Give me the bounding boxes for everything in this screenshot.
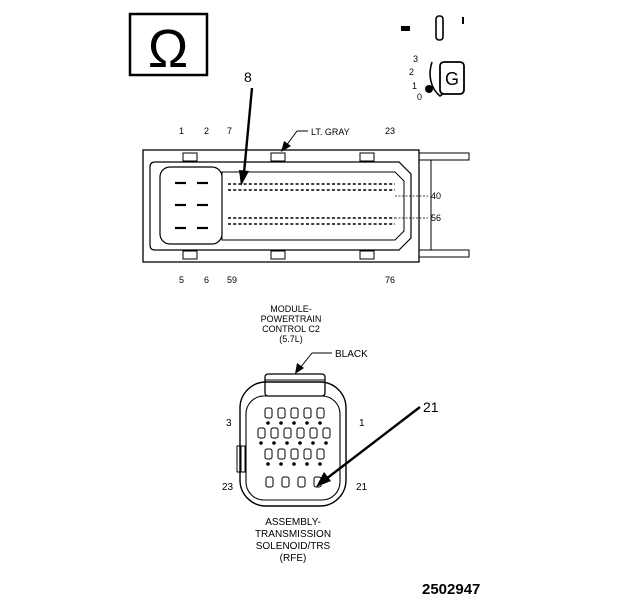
title-line: CONTROL C2 — [262, 324, 320, 334]
color-label-black: BLACK — [335, 349, 368, 360]
title-line: TRANSMISSION — [255, 529, 331, 540]
switch-position-2: 2 — [409, 67, 414, 77]
ohm-glyph: Ω — [148, 19, 188, 79]
pin-label-40: 40 — [431, 191, 441, 201]
switch-position-3: 3 — [413, 54, 418, 64]
pin-label-6: 6 — [204, 275, 209, 285]
pin-label-1: 1 — [359, 418, 365, 429]
pin-label-76: 76 — [385, 275, 395, 285]
pin-label-2: 2 — [204, 126, 209, 136]
connector-c2-title: MODULE- POWERTRAIN CONTROL C2 (5.7L) — [261, 304, 322, 344]
pin-label-1: 1 — [179, 126, 184, 136]
trs-pin-cavities — [257, 407, 331, 488]
title-line: (RFE) — [280, 553, 307, 564]
svg-text:G: G — [445, 69, 459, 89]
pin-label-59: 59 — [227, 275, 237, 285]
trs-connector: BLACK — [222, 349, 439, 564]
title-line: MODULE- — [270, 304, 312, 314]
title-line: (5.7L) — [279, 334, 303, 344]
ignition-switch-icon: G 3 2 1 0 — [401, 15, 465, 102]
pin-label-7: 7 — [227, 126, 232, 136]
switch-position-1: 1 — [412, 81, 417, 91]
pin-row-upper — [228, 183, 395, 191]
title-line: POWERTRAIN — [261, 314, 322, 324]
ohmmeter-symbol: Ω — [128, 12, 209, 79]
pin-label-56: 56 — [431, 213, 441, 223]
pin-label-3: 3 — [226, 418, 232, 429]
pin-label-23: 23 — [385, 126, 395, 136]
title-line: ASSEMBLY- — [265, 517, 321, 528]
pin-label-21: 21 — [356, 482, 368, 493]
color-label-lt-gray: LT. GRAY — [311, 127, 350, 137]
pin-label-5: 5 — [179, 275, 184, 285]
callout-8: 8 — [244, 69, 252, 85]
title-line: SOLENOID/TRS — [256, 541, 331, 552]
pin-label-23: 23 — [222, 482, 234, 493]
trs-connector-title: ASSEMBLY- TRANSMISSION SOLENOID/TRS (RFE… — [255, 517, 331, 564]
pin-row-lower — [228, 217, 395, 225]
switch-position-0: 0 — [417, 92, 422, 102]
trs-pin-contacts — [259, 421, 328, 466]
callout-21: 21 — [423, 399, 439, 415]
figure-number: 2502947 — [422, 581, 480, 598]
pcm-connector-c2: 1 2 7 23 LT. GRAY 8 — [142, 69, 470, 344]
